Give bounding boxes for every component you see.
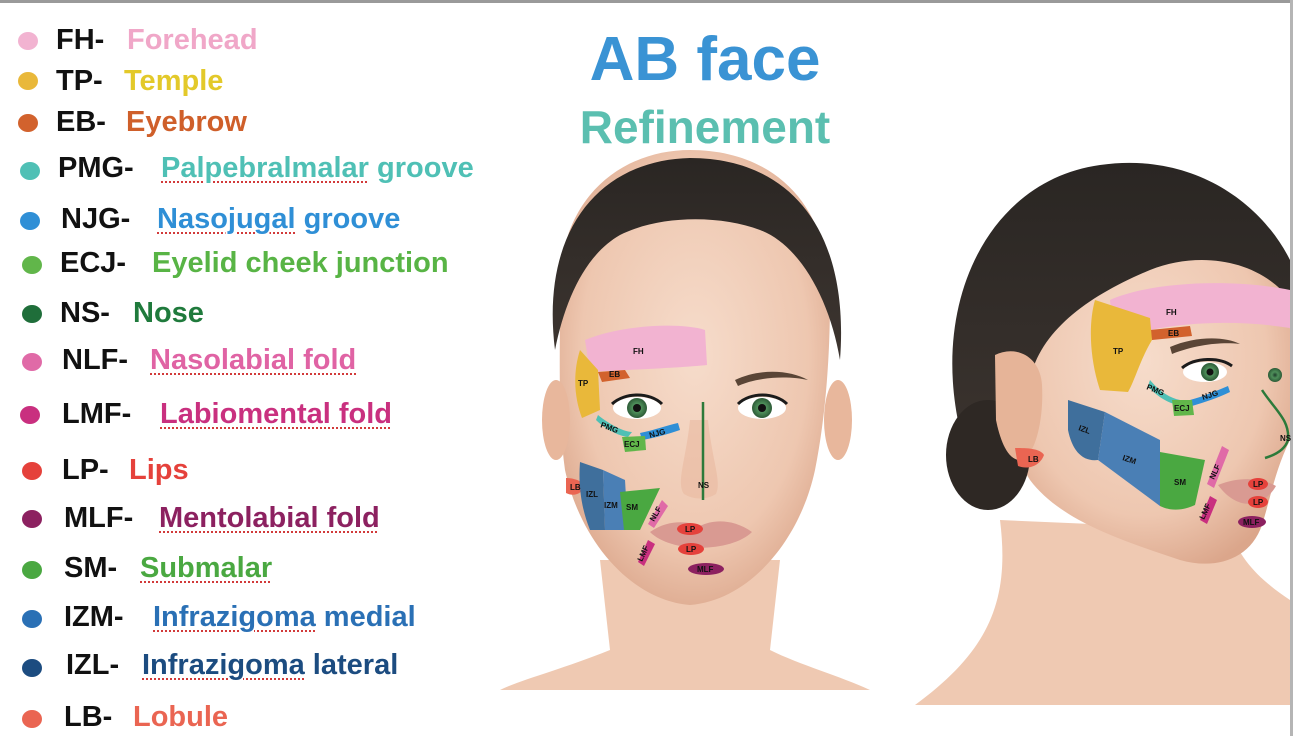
side-pupil (1207, 369, 1214, 376)
front-label-izm: IZM (604, 501, 618, 510)
front-label-lp1: LP (685, 525, 696, 534)
side-label-lb: LB (1028, 455, 1039, 464)
front-label-ns: NS (698, 481, 710, 490)
side-label-lp2: LP (1253, 498, 1264, 507)
front-label-lb: LB (570, 483, 581, 492)
front-left-ear (542, 380, 570, 460)
front-label-sm: SM (626, 503, 638, 512)
front-label-fh: FH (633, 347, 644, 356)
front-right-ear (824, 380, 852, 460)
side-label-tp: TP (1113, 347, 1124, 356)
side-face: FH EB TP PMG ECJ NJG NS IZL IZM SM LB NL… (915, 163, 1292, 705)
side-label-eb: EB (1168, 329, 1179, 338)
front-label-tp: TP (578, 379, 589, 388)
front-left-pupil (633, 404, 641, 412)
side-far-iris (1268, 368, 1282, 382)
side-label-lp1: LP (1253, 480, 1264, 489)
front-label-ecj: ECJ (624, 440, 640, 449)
side-label-ns: NS (1280, 434, 1292, 443)
front-label-lp2: LP (686, 545, 697, 554)
front-face: FH TP EB PMG NJG ECJ NS LB IZL IZM SM NL… (500, 150, 870, 690)
front-right-pupil (758, 404, 766, 412)
side-label-fh: FH (1166, 308, 1177, 317)
side-label-ecj: ECJ (1174, 404, 1190, 413)
side-label-mlf: MLF (1243, 518, 1260, 527)
front-label-eb: EB (609, 370, 620, 379)
front-label-izl: IZL (586, 490, 598, 499)
side-label-sm: SM (1174, 478, 1186, 487)
front-label-mlf: MLF (697, 565, 714, 574)
